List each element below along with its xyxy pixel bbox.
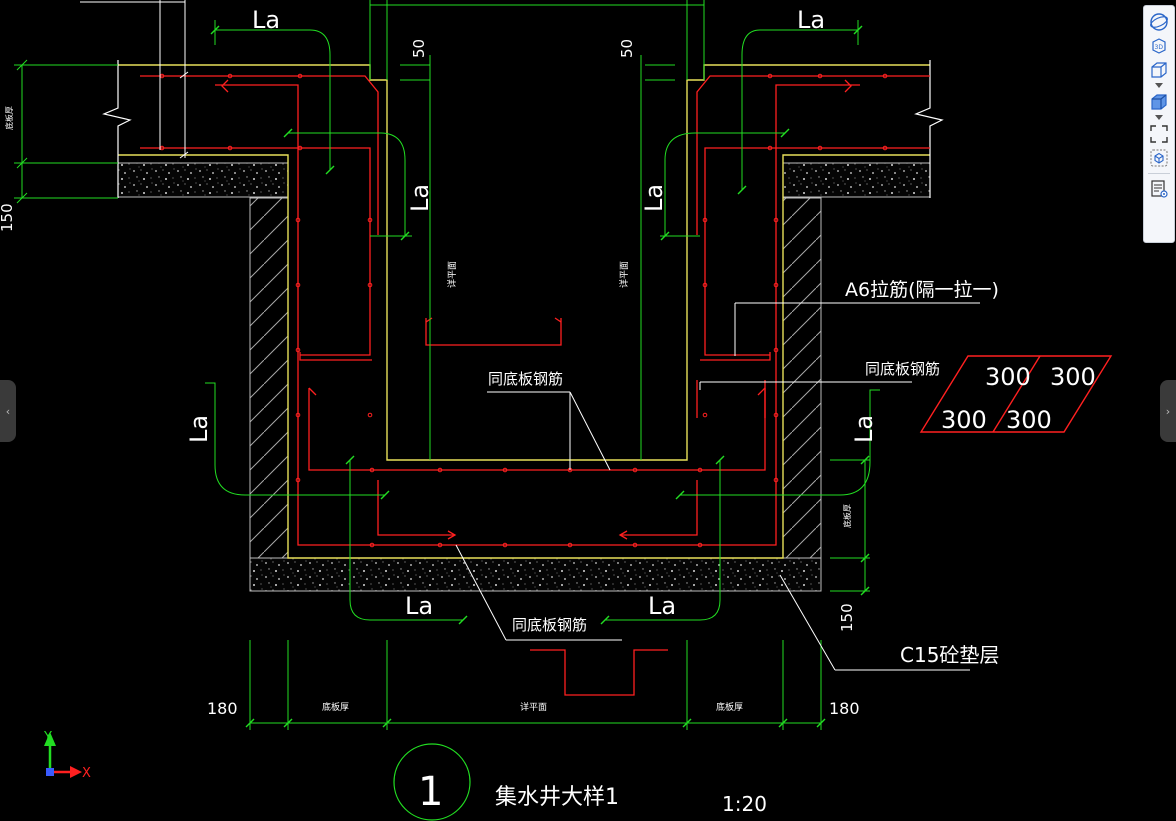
orbit-button[interactable] <box>1147 11 1171 33</box>
same-bottom-note-center: 同底板钢筋 <box>488 370 563 388</box>
dimension-ticks <box>210 25 870 728</box>
detail-title: 1 集水井大样1 1:20 <box>393 743 767 821</box>
slab-thickness-left-label: 底板厚 <box>4 106 14 130</box>
properties-button[interactable] <box>1147 178 1171 200</box>
svg-text:3D: 3D <box>1155 44 1164 51</box>
la-label-mid-left: La <box>406 184 434 212</box>
dim-50-left: 50 <box>410 39 428 58</box>
rebar-dots <box>159 73 888 548</box>
view-cube-icon <box>1150 149 1168 167</box>
pit-bottom-label: 详平面 <box>520 701 547 713</box>
spacing-300-a: 300 <box>985 363 1031 391</box>
chevron-down-icon <box>1155 115 1163 120</box>
spacing-300-c: 300 <box>941 406 987 434</box>
orbit-icon <box>1150 13 1168 31</box>
la-label-top-right: La <box>797 6 825 34</box>
slab-thickness-right-label: 底板厚 <box>842 504 852 528</box>
pit-depth-label-left: 详平面 <box>446 261 458 288</box>
spacing-300-b: 300 <box>1050 363 1096 391</box>
detail-scale: 1:20 <box>722 792 767 816</box>
chevron-left-icon: ‹ <box>5 404 11 418</box>
cube-solid-icon <box>1151 94 1167 110</box>
la-label-top-left: La <box>252 6 280 34</box>
view-cube-button[interactable] <box>1147 147 1171 169</box>
rebar <box>140 75 930 696</box>
view-toolbar: 3D <box>1143 5 1175 243</box>
chevron-right-icon: › <box>1165 404 1171 418</box>
dim-150-left: 150 <box>0 203 16 232</box>
ucs-axis-icon: Y X <box>43 730 91 781</box>
cube-icon <box>1151 62 1167 78</box>
toolbar-separator <box>1148 173 1170 174</box>
dim-50-right: 50 <box>618 39 636 58</box>
left-panel-handle[interactable]: ‹ <box>0 380 16 442</box>
la-label-bottom-left: La <box>405 592 433 620</box>
la-label-mid-right: La <box>640 184 668 212</box>
properties-icon <box>1151 180 1168 198</box>
soil-hatch <box>249 197 822 559</box>
la-label-side-right: La <box>850 415 878 443</box>
pit-depth-label-right: 详平面 <box>618 261 630 288</box>
cube-view-button[interactable] <box>1147 59 1171 81</box>
zoom-extents-button[interactable] <box>1147 123 1171 145</box>
a6-tie-note: A6拉筋(隔一拉一) <box>845 279 999 301</box>
c15-cushion-note: C15砼垫层 <box>900 643 999 667</box>
detail-number-circle <box>393 743 471 821</box>
axis-x-label: X <box>82 766 91 781</box>
dim-180-right: 180 <box>829 699 860 718</box>
detail-number: 1 <box>418 769 443 815</box>
rebar-spacing-symbol <box>919 355 1113 433</box>
detail-title-text: 集水井大样1 <box>495 785 619 810</box>
same-bottom-note-right: 同底板钢筋 <box>865 360 940 378</box>
zoom-extents-icon <box>1150 125 1168 143</box>
right-panel-handle[interactable]: › <box>1160 380 1176 442</box>
break-lines <box>102 60 944 198</box>
dimension-lines <box>14 0 880 730</box>
solid-view-dropdown[interactable] <box>1147 114 1171 122</box>
la-label-bottom-right: La <box>648 592 676 620</box>
la-label-side-left: La <box>185 415 213 443</box>
view-3d-button[interactable]: 3D <box>1147 35 1171 57</box>
axis-y-label: Y <box>43 730 52 745</box>
cube-view-dropdown[interactable] <box>1147 82 1171 90</box>
dim-180-left: 180 <box>207 699 238 718</box>
leader-lines <box>80 0 980 671</box>
solid-view-button[interactable] <box>1147 91 1171 113</box>
same-bottom-note-lower: 同底板钢筋 <box>512 616 587 634</box>
c15-cushion <box>117 162 931 592</box>
slab-thickness-bottom-right: 底板厚 <box>716 701 743 713</box>
slab-thickness-bottom-left: 底板厚 <box>322 701 349 713</box>
view-3d-icon: 3D <box>1152 38 1166 54</box>
dim-150-right: 150 <box>838 603 856 632</box>
drawing-labels: La La 50 50 La La 底板厚 150 详平面 详平面 A6拉筋(隔… <box>0 6 1096 718</box>
chevron-down-icon <box>1155 83 1163 88</box>
spacing-300-d: 300 <box>1006 406 1052 434</box>
